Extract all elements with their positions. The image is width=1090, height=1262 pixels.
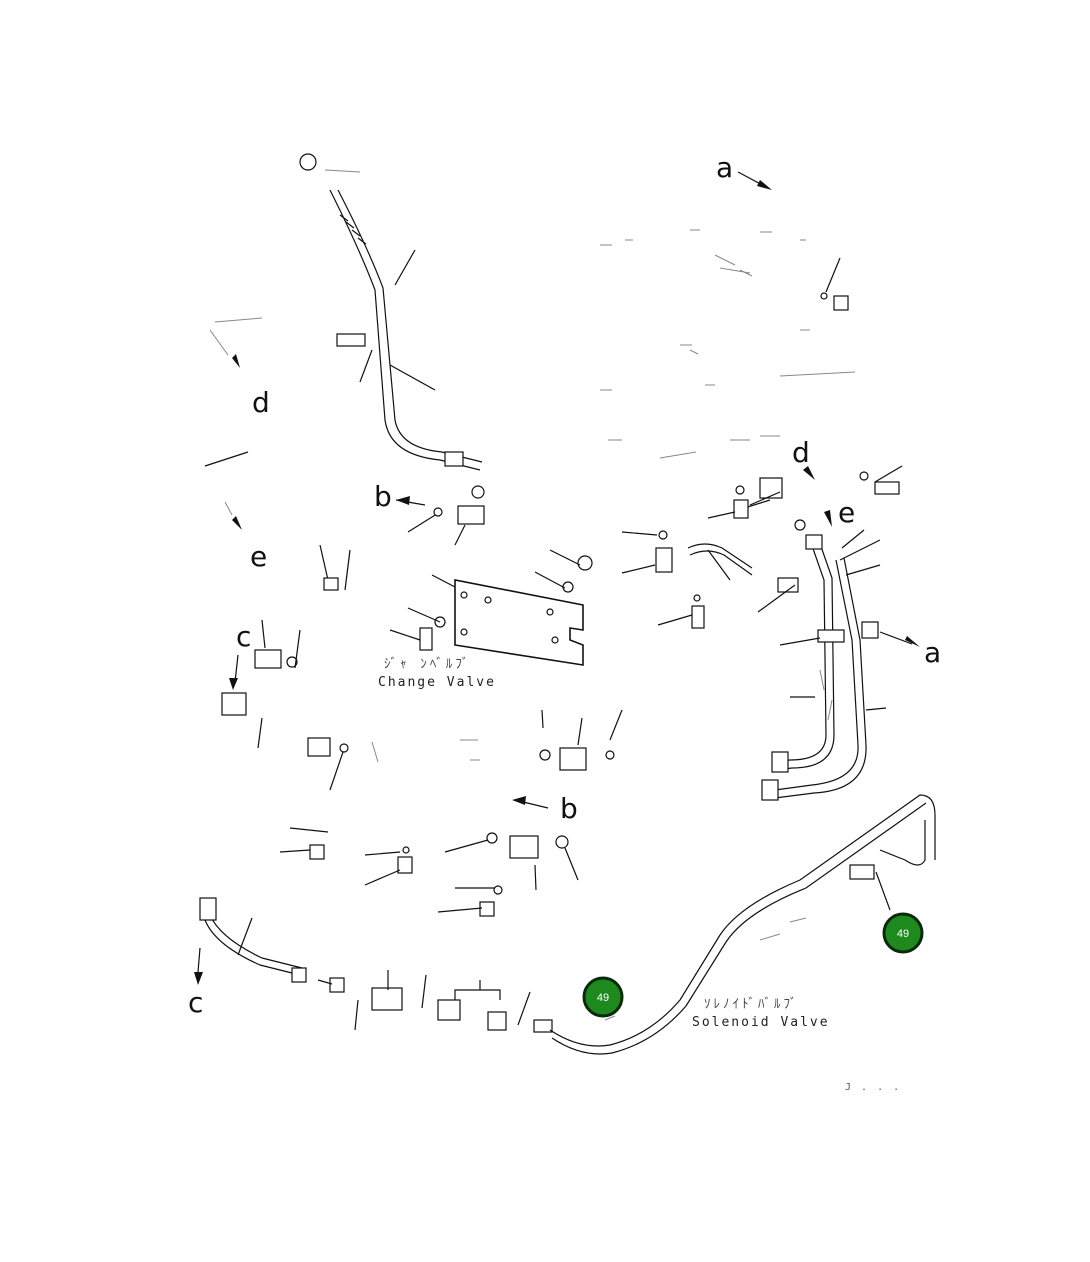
ref-c-bottom: c: [188, 986, 203, 1019]
callout-number: 49: [597, 992, 609, 1004]
right-vertical-hoses: [761, 534, 920, 801]
callout-number: 49: [897, 928, 909, 940]
ref-d-right: d: [792, 436, 810, 469]
upper-left-hose: [299, 153, 485, 546]
callout-marker[interactable]: 49: [582, 976, 624, 1018]
ref-b-lower: b: [560, 792, 578, 825]
bottom-hose-assembly: [194, 794, 936, 1055]
ref-e-left: e: [250, 540, 267, 573]
solenoid-valve-label: Solenoid Valve: [692, 1015, 830, 1030]
change-valve-label-jp: ｼﾞｬ ﾝﾍﾞﾙﾌﾞ: [384, 657, 471, 672]
left-fittings: [204, 317, 379, 791]
drawing-code: J . . .: [845, 1082, 901, 1093]
right-fittings: [621, 465, 903, 629]
ref-b-upper-arrowhead: [396, 496, 410, 505]
solenoid-valve-label-jp: ｿﾚﾉｲﾄﾞﾊﾞﾙﾌﾞ: [704, 997, 800, 1012]
change-valve-label: Change Valve: [378, 675, 496, 690]
ref-c-left: c: [236, 620, 251, 653]
ref-a-top: a: [716, 151, 733, 184]
center-fittings: [279, 709, 623, 917]
ref-b-upper: b: [374, 480, 392, 513]
ref-d-left: d: [252, 386, 270, 419]
change-valve-plate: [389, 549, 593, 666]
upper-right-assembly: [600, 229, 856, 459]
callout-marker[interactable]: 49: [882, 912, 924, 954]
ref-e-right: e: [838, 496, 855, 529]
ref-a-top-arrowhead: [757, 180, 772, 190]
ref-a-right: a: [924, 636, 941, 669]
